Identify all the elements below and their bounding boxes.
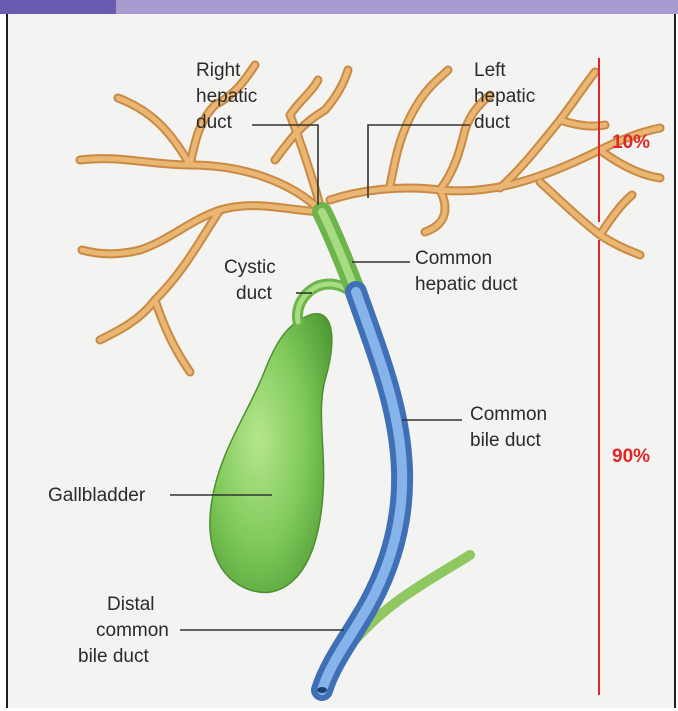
svg-text:hepatic duct: hepatic duct [415, 274, 518, 295]
svg-text:duct: duct [196, 112, 233, 133]
svg-text:Gallbladder: Gallbladder [48, 485, 146, 506]
svg-text:duct: duct [236, 283, 273, 304]
svg-text:Common: Common [415, 248, 492, 269]
label-gallbladder: Gallbladder [48, 485, 146, 506]
gallbladder-shape [210, 314, 332, 593]
svg-text:Left: Left [474, 60, 506, 81]
svg-text:bile duct: bile duct [78, 646, 149, 667]
svg-text:Right: Right [196, 60, 241, 81]
svg-text:Distal: Distal [107, 594, 155, 615]
svg-text:Common: Common [470, 404, 547, 425]
svg-text:duct: duct [474, 112, 511, 133]
percent-lower: 90% [612, 446, 650, 467]
label-common-hepatic-duct: Common hepatic duct [415, 248, 518, 295]
label-distal-common-bile-duct: Distal common bile duct [78, 594, 169, 667]
label-left-hepatic-duct: Left hepatic duct [474, 60, 535, 133]
svg-text:bile duct: bile duct [470, 430, 541, 451]
label-cystic-duct: Cystic duct [224, 257, 276, 304]
svg-text:Cystic: Cystic [224, 257, 276, 278]
duct-opening [317, 687, 327, 693]
svg-text:hepatic: hepatic [474, 86, 535, 107]
label-common-bile-duct: Common bile duct [470, 404, 547, 451]
svg-text:common: common [96, 620, 169, 641]
percent-upper: 10% [612, 132, 650, 153]
svg-text:hepatic: hepatic [196, 86, 257, 107]
